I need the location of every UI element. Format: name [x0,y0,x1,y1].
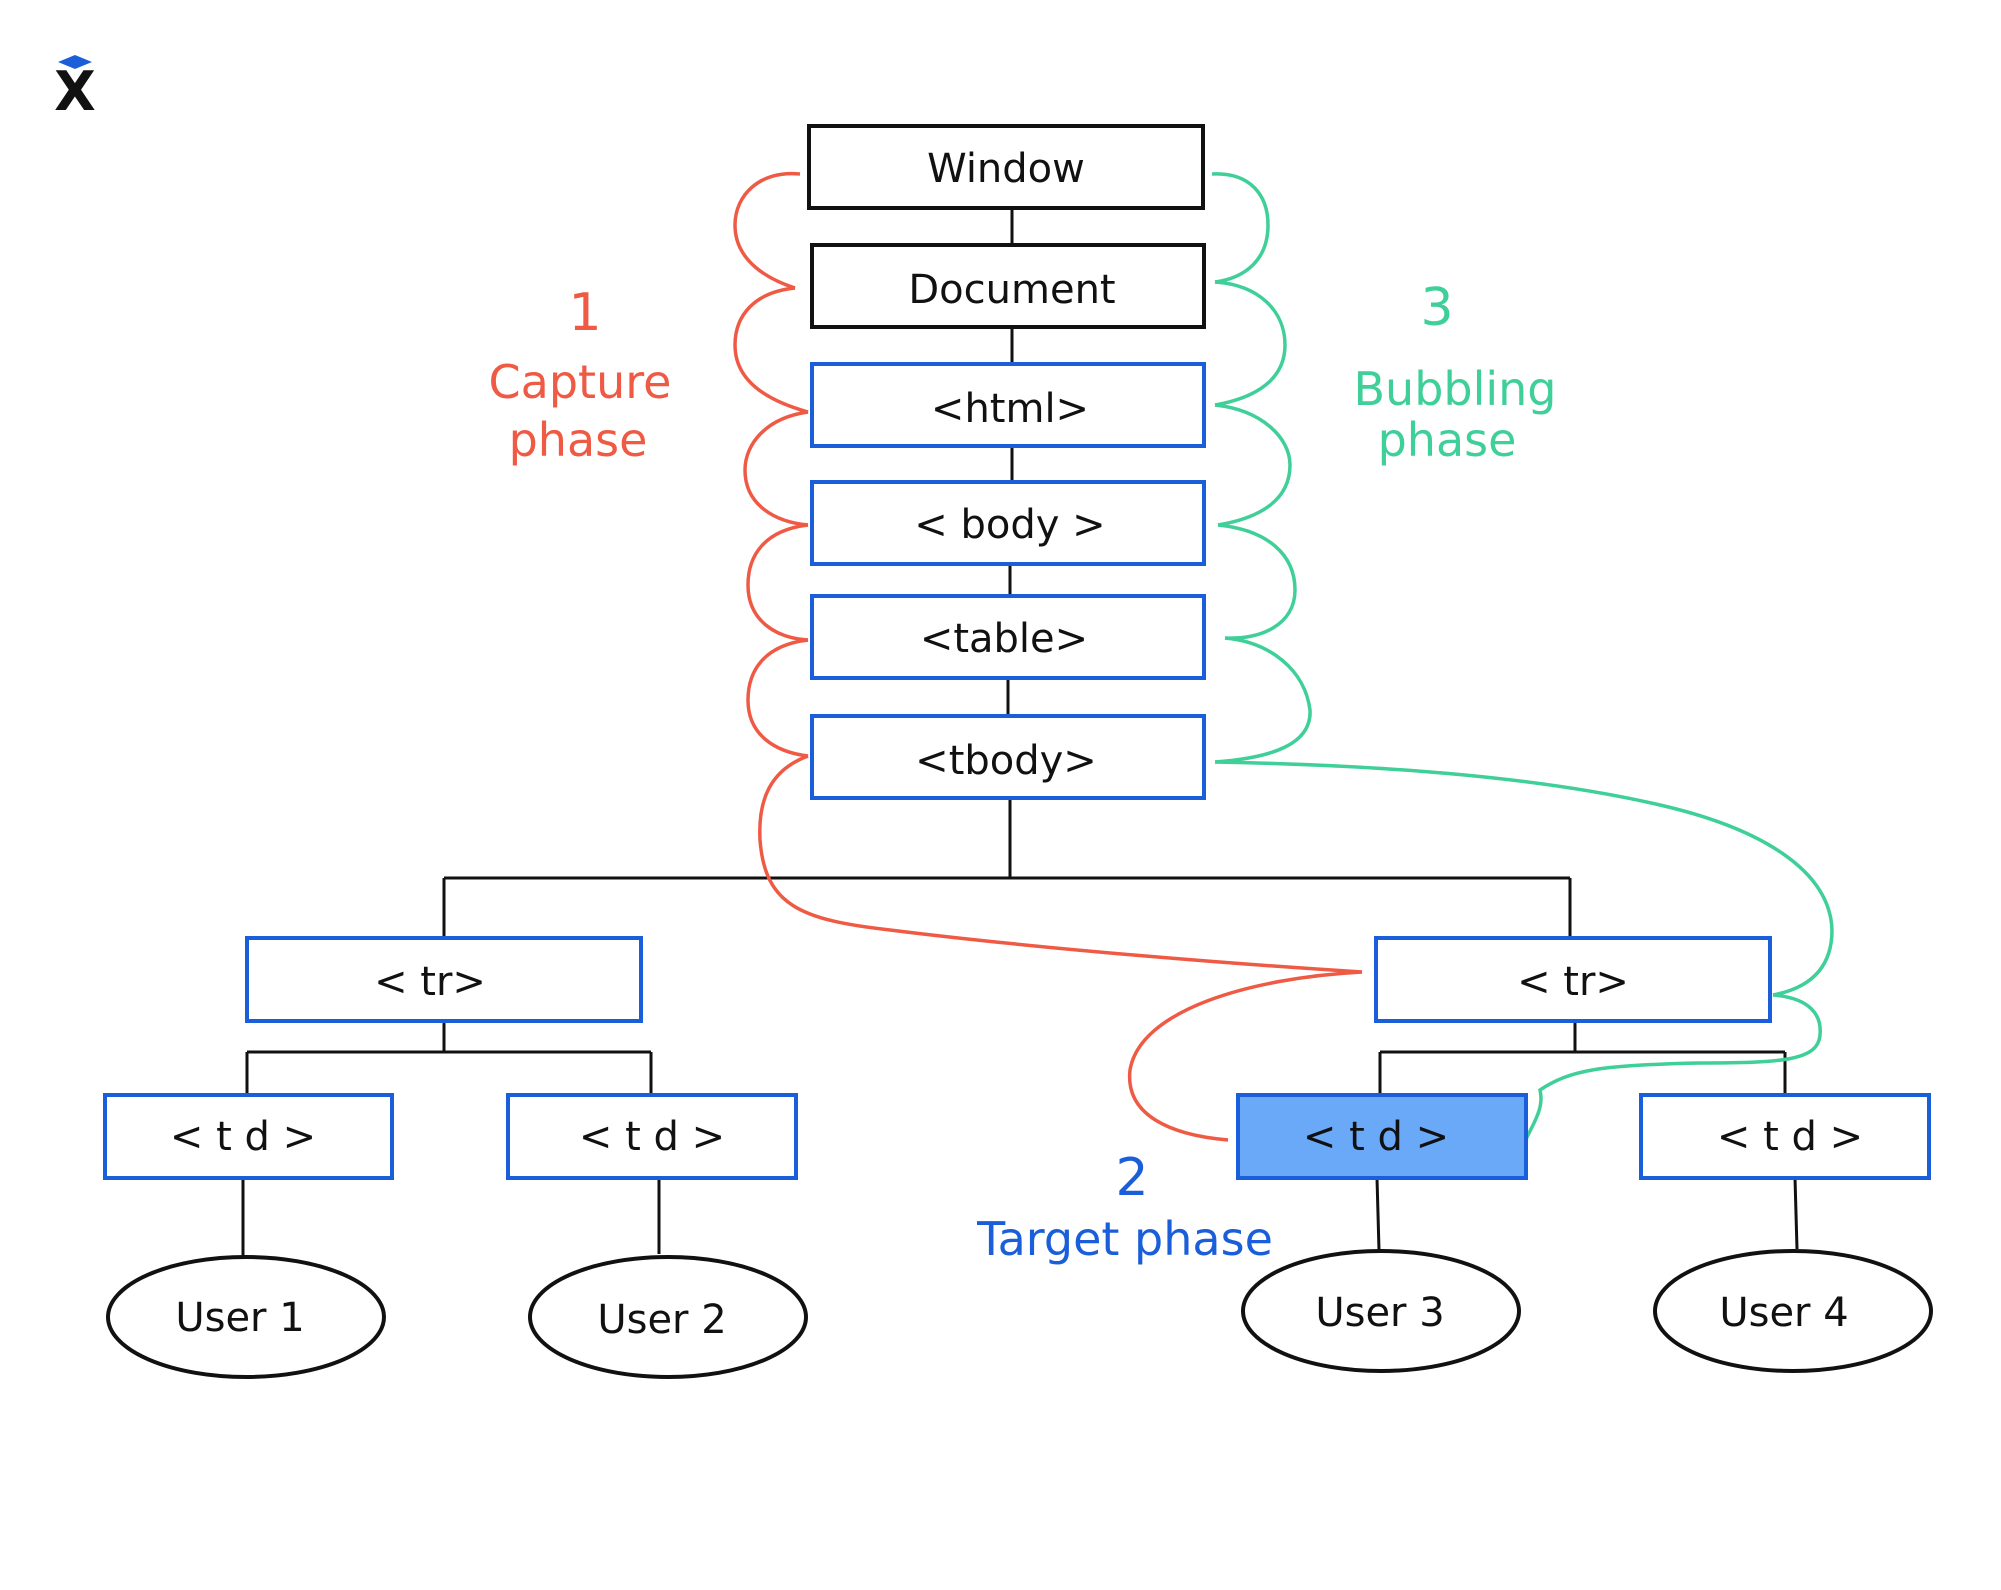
bubbling-phase-line1: Bubbling [1353,362,1556,416]
bubbling-phase-line2: phase [1378,413,1517,467]
node-tr-right-label: < tr> [1517,959,1629,1005]
node-td-4-label: < t d > [1717,1114,1863,1160]
node-body: < body > [810,480,1206,566]
node-html-label: <html> [931,386,1089,432]
capture-path [733,171,1363,1142]
node-tr-left-label: < tr> [374,959,486,1005]
capture-phase-number: 1 [568,283,601,343]
node-td-1: < t d > [103,1093,394,1180]
target-phase-text: Target phase [976,1212,1273,1266]
target-phase-label: 2 Target phase [976,1148,1273,1266]
capture-phase-line1: Capture [489,355,672,409]
node-html: <html> [810,362,1206,448]
node-table-label: <table> [920,616,1088,662]
node-tr-right: < tr> [1374,936,1772,1023]
capture-phase-line2: phase [509,413,648,467]
node-body-label: < body > [914,502,1105,548]
node-document-label: Document [908,267,1115,313]
capture-phase-label: 1 Capture phase [489,283,672,467]
leaf-user-1: User 1 [106,1255,386,1379]
node-tr-left: < tr> [245,936,643,1023]
node-td-2: < t d > [506,1093,798,1180]
node-td-1-label: < t d > [170,1114,316,1160]
node-window: Window [807,124,1205,210]
tree-edges [241,208,1799,1257]
bubbling-path [1211,172,1834,1143]
bubbling-phase-number: 3 [1420,278,1453,338]
node-tbody-label: <tbody> [915,738,1097,784]
logo-text: X [54,60,96,123]
node-document: Document [810,243,1206,329]
leaf-user-4: User 4 [1653,1249,1933,1373]
leaf-user-3: User 3 [1241,1249,1521,1373]
node-td-3-target: < t d > [1236,1093,1528,1180]
target-phase-number: 2 [1115,1148,1148,1208]
logo-icon: X [54,55,96,123]
leaf-user-2: User 2 [528,1255,808,1379]
node-td-2-label: < t d > [579,1114,725,1160]
node-td-3-label: < t d > [1303,1114,1449,1160]
leaf-user-2-label: User 2 [597,1297,726,1343]
node-tbody: <tbody> [810,714,1206,800]
node-table: <table> [810,594,1206,680]
leaf-user-3-label: User 3 [1315,1290,1444,1336]
node-window-label: Window [927,146,1085,192]
bubbling-phase-label: 3 Bubbling phase [1353,278,1556,467]
node-td-4: < t d > [1639,1093,1931,1180]
leaf-user-4-label: User 4 [1719,1290,1848,1336]
leaf-user-1-label: User 1 [175,1295,304,1341]
